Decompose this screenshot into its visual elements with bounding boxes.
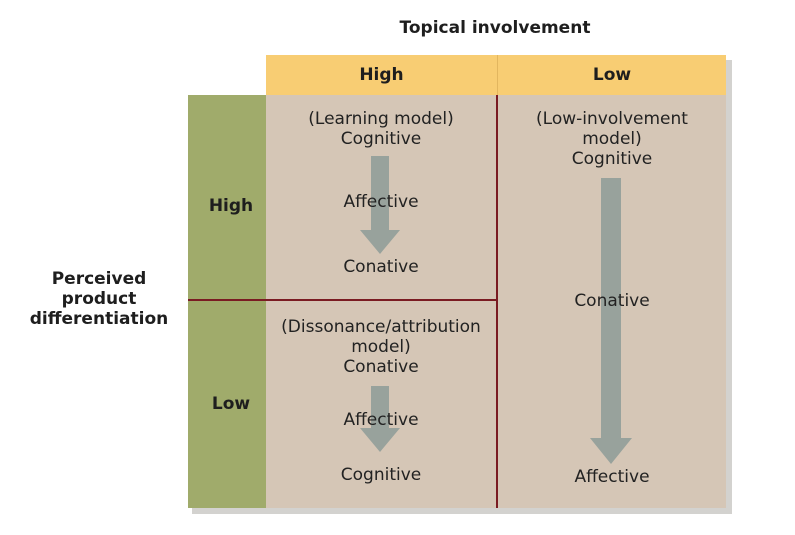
vertical-divider [496,95,498,508]
row-header-low: Low [211,394,251,414]
low-involvement-model-stage-3: Affective [574,467,650,487]
learning-model-stage-1: Cognitive [340,129,422,149]
dissonance-model-stage-1: Conative [343,357,419,377]
low-involvement-model-stage-1: Cognitive [571,149,653,169]
dissonance-model-name-line-2: model) [351,337,411,357]
row-axis-title: Perceived product differentiation [26,269,172,329]
row-axis-title-line-2: product [61,289,137,309]
learning-model-arrow-icon [360,156,400,254]
dissonance-model-stage-2: Affective [343,410,419,430]
low-involvement-model-stage-2: Conative [574,291,650,311]
arrow-shape [360,156,400,254]
row-header-bar [188,95,266,508]
learning-model-title: (Learning model) Cognitive [266,109,496,149]
row-axis-title-line-3: differentiation [29,309,169,329]
learning-model-name: (Learning model) [308,109,454,129]
row-header-high: High [208,196,254,216]
dissonance-model-title: (Dissonance/attribution model) Conative [266,317,496,377]
horizontal-divider [188,299,496,301]
low-involvement-model-name-line-1: (Low-involvement [536,109,688,129]
dissonance-model-arrow-icon [360,386,400,452]
column-header-bar [266,55,726,95]
row-axis-title-line-1: Perceived [51,269,147,289]
low-involvement-model-name-line-2: model) [582,129,642,149]
dissonance-model-name-line-1: (Dissonance/attribution [281,317,481,337]
arrow-shape [590,178,632,464]
column-header-high: High [359,65,404,85]
column-header-low: Low [592,65,632,85]
arrow-shape [360,386,400,452]
dissonance-model-stage-3: Cognitive [340,465,422,485]
low-involvement-model-title: (Low-involvement model) Cognitive [498,109,726,169]
low-involvement-model-arrow-icon [590,178,632,464]
column-header-divider [497,55,498,95]
learning-model-stage-2: Affective [343,192,419,212]
column-axis-title: Topical involvement [399,18,591,38]
learning-model-stage-3: Conative [343,257,419,277]
